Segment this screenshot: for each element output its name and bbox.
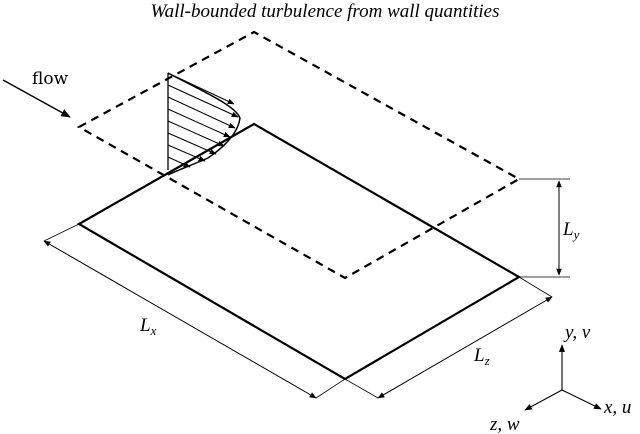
flow-arrow	[2, 79, 71, 118]
lz-extension	[518, 276, 553, 298]
flow-label: flow	[32, 69, 69, 89]
profile-arrow	[167, 144, 206, 162]
lx-label: Lx	[139, 315, 157, 338]
profile-arrow	[167, 96, 236, 129]
profile-arrow	[167, 132, 217, 155]
profile-arrow	[167, 84, 239, 118]
y-axis-label: y, v	[563, 322, 591, 343]
top-plane-dashed	[76, 30, 522, 280]
profile-curve	[167, 72, 241, 176]
lz-label: Lz	[473, 345, 490, 368]
z-axis-label: z, w	[489, 414, 520, 434]
profile-arrow	[167, 72, 235, 105]
velocity-profile	[167, 72, 241, 176]
profile-arrow	[167, 108, 231, 138]
ly-label: Ly	[562, 219, 580, 242]
lz-extension	[344, 378, 379, 399]
x-axis-arrow	[561, 389, 602, 410]
profile-arrow	[167, 120, 225, 147]
profile-arrow	[167, 156, 191, 168]
lx-extension	[315, 378, 346, 399]
lx-dimension-line	[43, 240, 317, 399]
lz-dimension-line	[377, 296, 553, 399]
z-axis-arrow	[524, 389, 563, 411]
lx-extension	[43, 223, 80, 242]
x-axis-label: x, u	[603, 397, 631, 418]
coordinate-axes: y, v x, u z, w	[489, 322, 631, 434]
bottom-wall-plane	[76, 122, 522, 381]
diagram-title: Wall-bounded turbulence from wall quanti…	[150, 1, 499, 22]
